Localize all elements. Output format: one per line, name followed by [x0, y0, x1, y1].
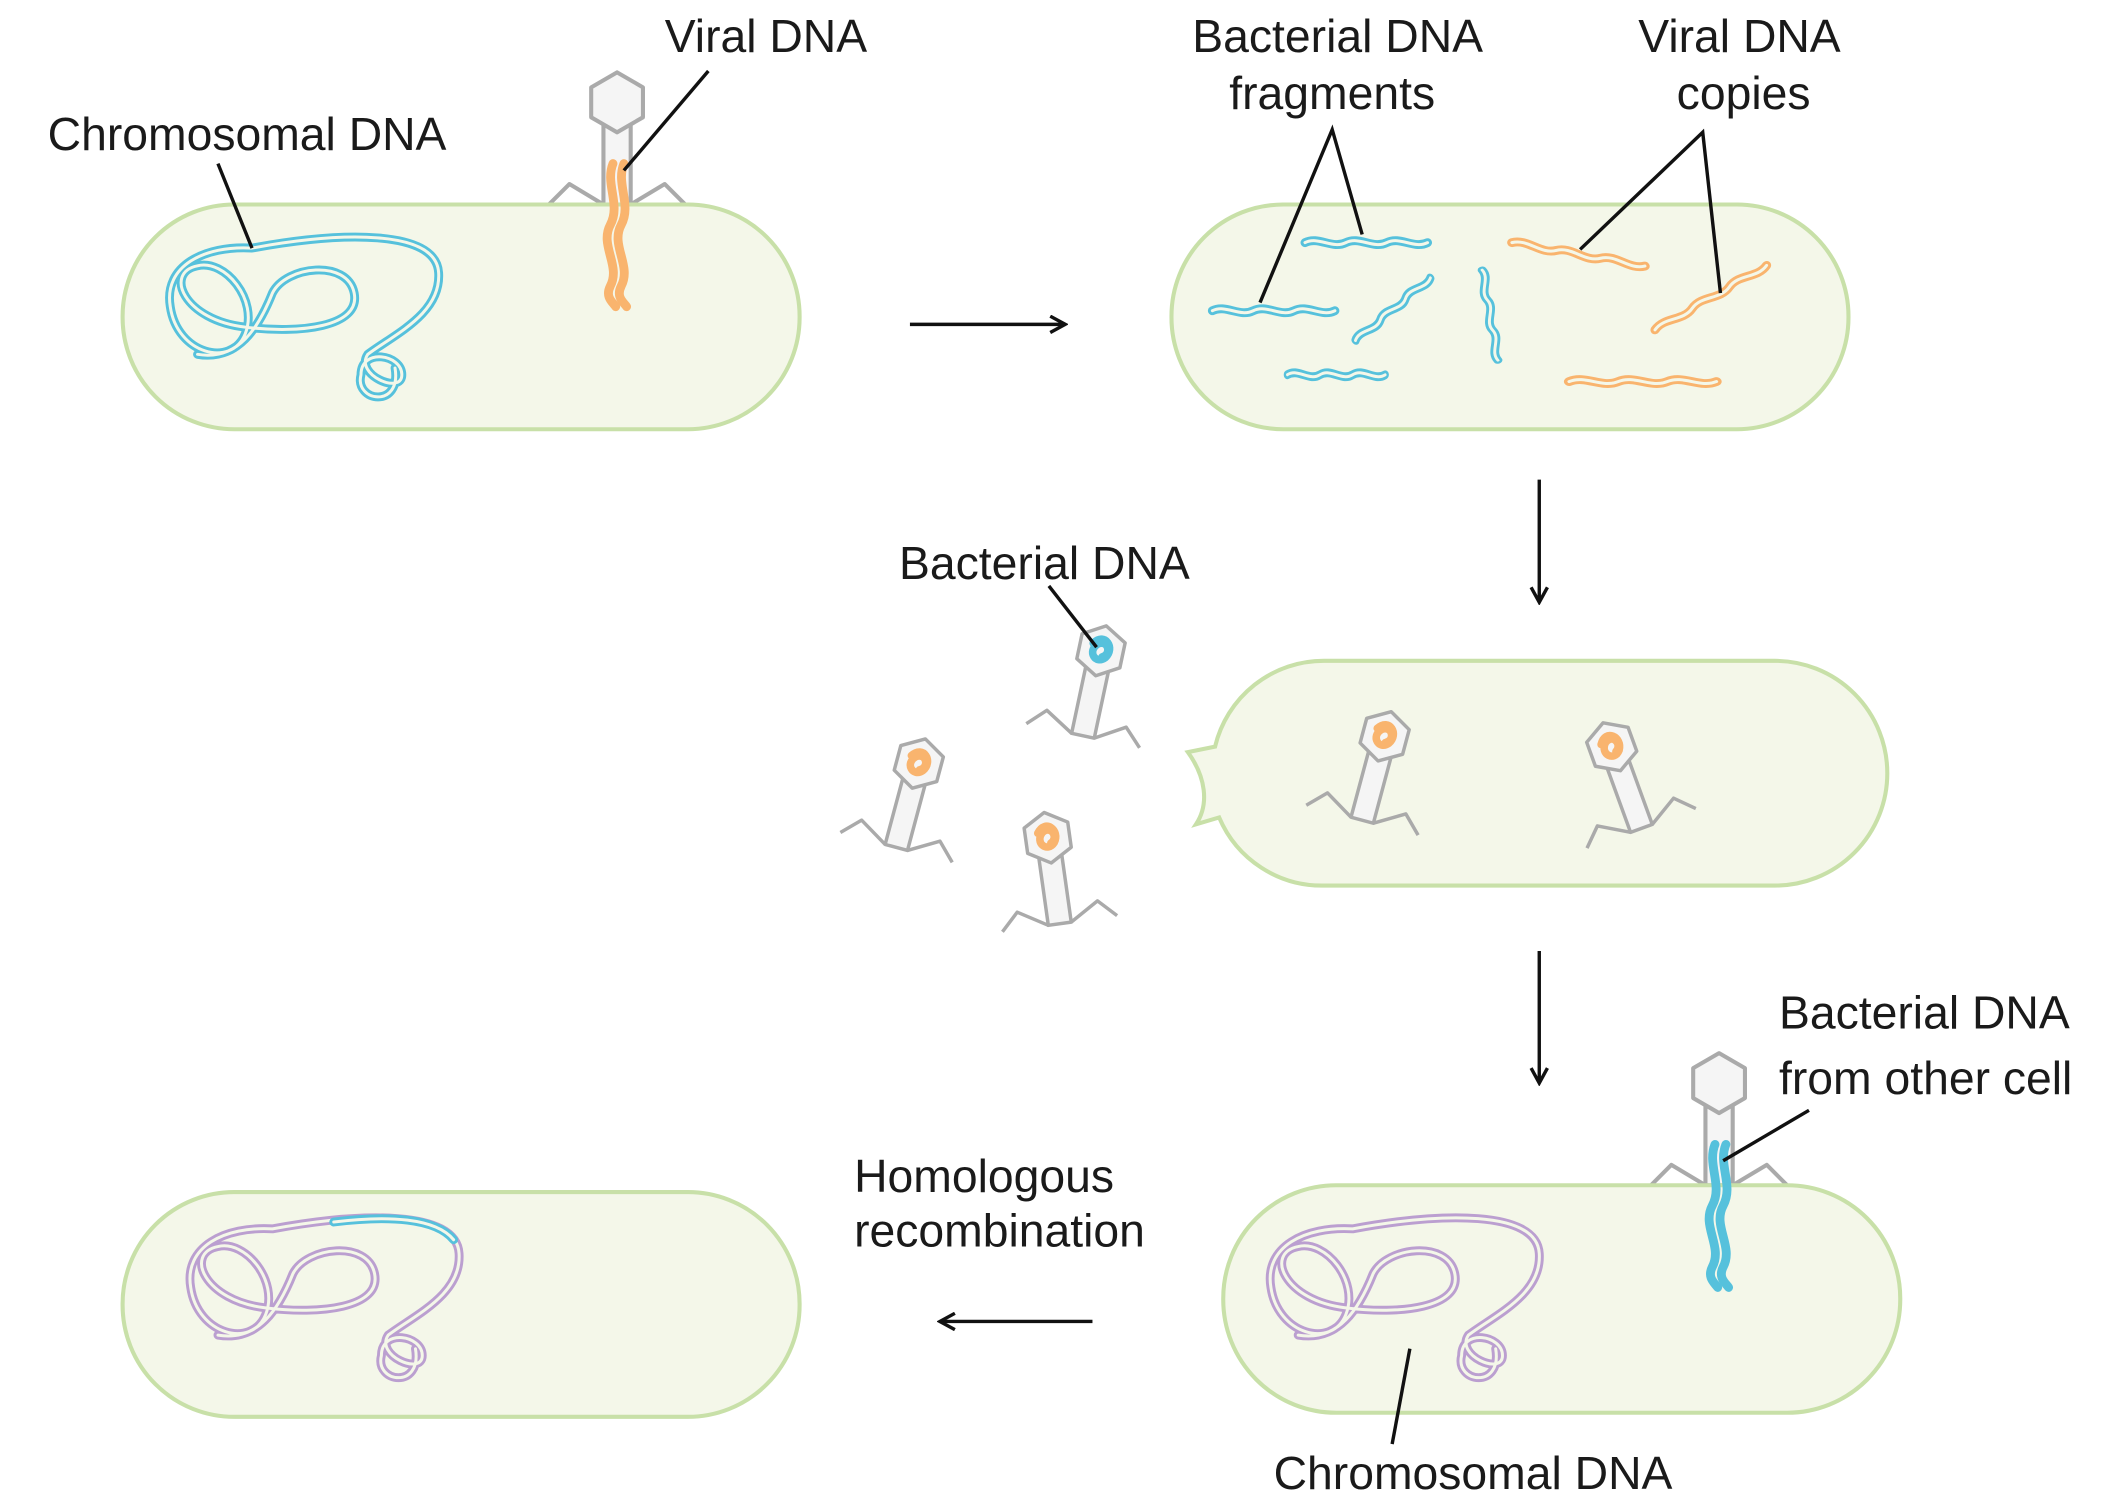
phage-icon: [1651, 1053, 1787, 1185]
cell-new-infection: Bacterial DNA from other cell Chromosoma…: [1221, 987, 2072, 1496]
cell-recombinant: [120, 1190, 802, 1419]
cell-infection: Viral DNA Chromosomal DNA: [48, 10, 868, 432]
phage-icon: [549, 72, 685, 204]
bacterial-dna-injected: [1704, 1139, 1734, 1292]
cell-replication: Bacterial DNA fragments Viral DNA copies: [1169, 10, 1851, 432]
phage-icon: [1024, 612, 1165, 750]
phage-icon: [1304, 694, 1449, 837]
leader-line: [1578, 128, 1723, 294]
cell-lysis: [1184, 658, 1890, 888]
label-bacterial-dna: Bacterial DNA: [899, 537, 1190, 589]
label-bacterial-dna-other-cell: Bacterial DNA: [1779, 987, 2070, 1039]
leader-line: [1047, 584, 1098, 649]
label-bacterial-dna-other-cell-2: from other cell: [1779, 1052, 2072, 1104]
leader-line: [1258, 124, 1364, 304]
leader-line: [216, 162, 254, 249]
phage-icon: [838, 722, 984, 865]
label-bacterial-dna-fragments: Bacterial DNA: [1192, 10, 1483, 62]
leader-line: [1390, 1348, 1412, 1445]
phage-icon: [985, 802, 1119, 934]
leader-line: [1722, 1108, 1810, 1163]
label-homologous: Homologous: [854, 1150, 1114, 1202]
label-viral-dna-copies: Viral DNA: [1638, 10, 1841, 62]
label-bacterial-dna-fragments-2: fragments: [1229, 67, 1435, 119]
phage-icon: [1546, 701, 1698, 850]
label-viral-dna: Viral DNA: [665, 10, 868, 62]
label-chromosomal-dna: Chromosomal DNA: [48, 108, 447, 160]
viral-dna-injected: [602, 159, 632, 312]
recombinant-chromosome: [190, 1218, 459, 1378]
label-chromosomal-dna-bottom: Chromosomal DNA: [1274, 1447, 1673, 1496]
label-recombination: recombination: [854, 1205, 1145, 1257]
released-phages: Bacterial DNA: [838, 537, 1190, 934]
leader-line: [622, 69, 710, 172]
label-viral-dna-copies-2: copies: [1677, 67, 1811, 119]
